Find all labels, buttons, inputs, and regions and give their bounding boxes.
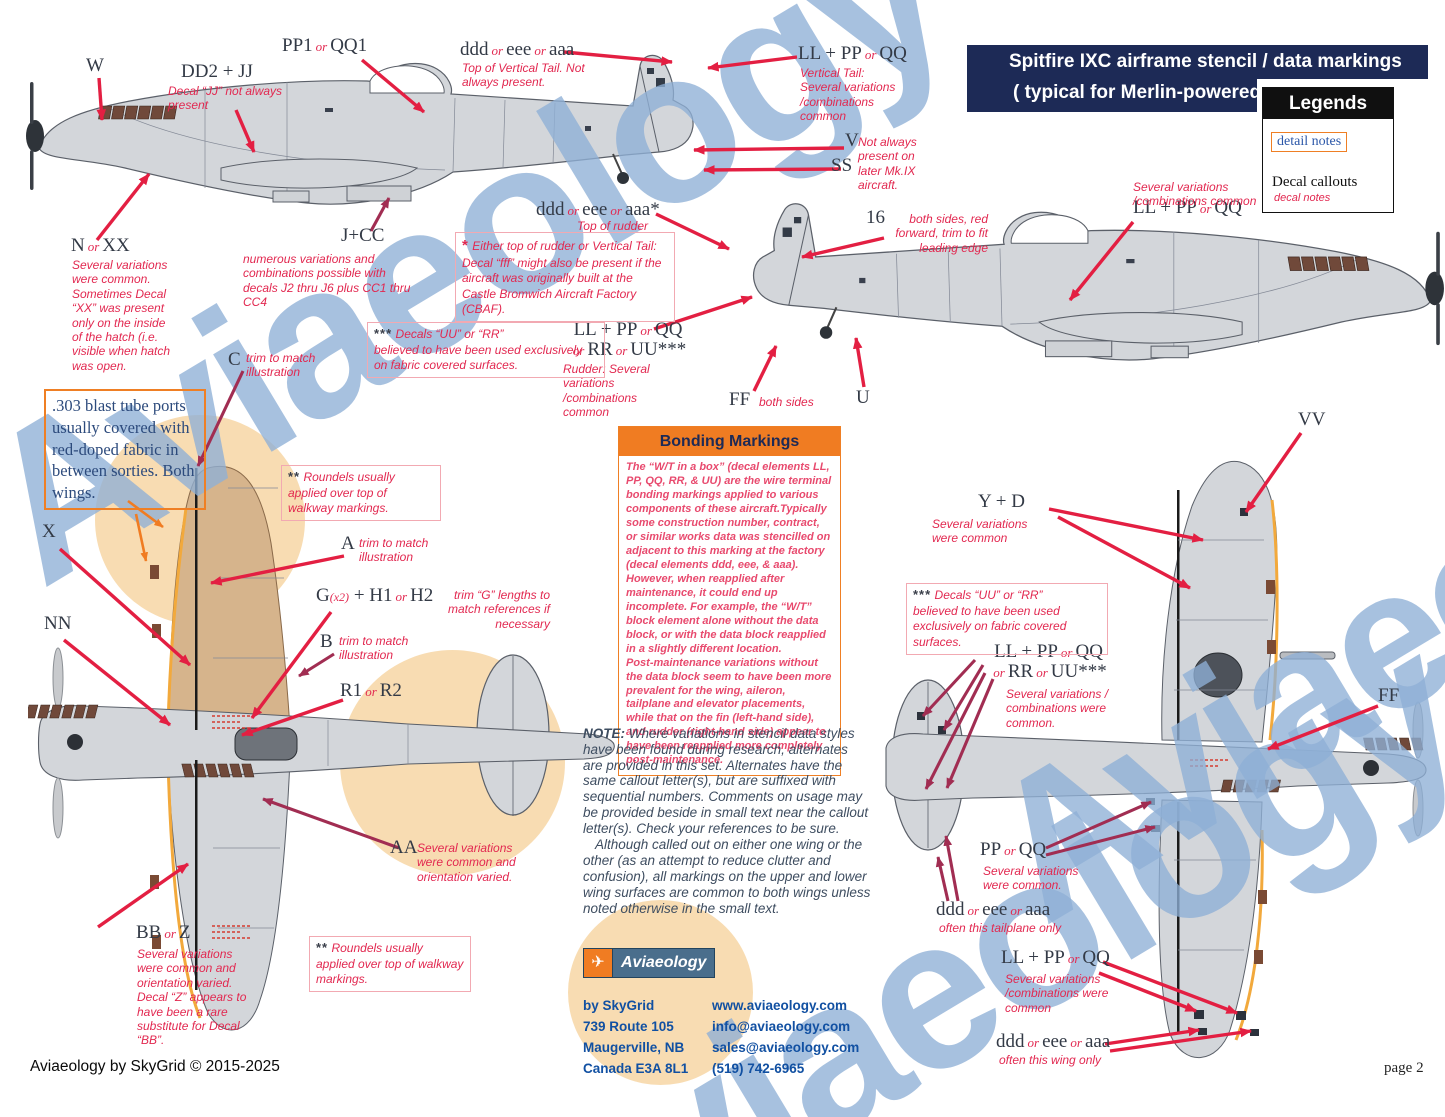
legends-box: Legends detail notes Decal callouts deca…	[1262, 87, 1394, 213]
legend-decal-callouts: Decal callouts	[1272, 174, 1358, 190]
double-asterisk-mark: **	[288, 469, 301, 484]
decal-note: trim to match illustration	[246, 351, 316, 380]
blast-tube-note: .303 blast tube ports usually covered wi…	[52, 396, 195, 503]
callout-label-part: QQ	[879, 43, 907, 64]
aviaeology-logo: ✈ Aviaeology	[583, 948, 716, 978]
callout-label-part: or	[864, 47, 877, 62]
roundels-note-box-lower: ** Roundels usually applied over top of …	[309, 936, 471, 993]
publisher-contact: www.aviaeology.com info@aviaeology.com s…	[712, 995, 859, 1079]
asterisk-mark: *	[462, 237, 469, 254]
callout-label-part: VV	[1298, 409, 1326, 430]
callout-v: V	[845, 131, 859, 151]
bonding-markings-title: Bonding Markings	[619, 427, 840, 456]
logo-wordmark: Aviaeology	[613, 948, 716, 978]
note-paragraph-1: Where variations in stencil data styles …	[583, 726, 869, 836]
roundels-note: Roundels usually applied over top of wal…	[316, 941, 464, 987]
spitfire-side-profile-right	[752, 202, 1445, 361]
decal-note: numerous variations and combinations pos…	[243, 252, 411, 310]
sheet-title-line2: ( typical for Merlin-powered)	[1013, 82, 1268, 103]
legend-decal-notes: decal notes	[1274, 192, 1331, 204]
publisher-phone: (519) 742-6965	[712, 1061, 805, 1076]
copyright-line: Aviaeology by SkyGrid © 2015-2025	[30, 1058, 280, 1075]
logo-plane-icon: ✈	[583, 948, 613, 978]
publisher-email-info[interactable]: info@aviaeology.com	[712, 1019, 851, 1034]
callout-c: C	[228, 350, 241, 370]
callout-label-part: SS	[831, 155, 853, 176]
usage-note-block: NOTE: Where variations in stencil data s…	[583, 726, 871, 916]
legend-detail-notes: detail notes	[1271, 132, 1348, 152]
callout-label-part: C	[228, 349, 241, 370]
note-lead: NOTE:	[583, 726, 625, 741]
callout-label-part: QQ	[654, 319, 683, 340]
publisher-website[interactable]: www.aviaeology.com	[712, 998, 848, 1013]
roundels-note: Roundels usually applied over top of wal…	[288, 470, 395, 516]
callout-label-part: V	[845, 130, 859, 151]
uu-rr-head: Decals “UU” or “RR”	[395, 327, 504, 341]
decal-note: Not always present on later Mk.IX aircra…	[858, 135, 917, 193]
title-bar-line2: ( typical for Merlin-powered)	[967, 79, 1268, 112]
callout-ss: SS	[831, 156, 852, 176]
blast-tube-note-box: .303 blast tube ports usually covered wi…	[44, 389, 206, 510]
callout-label-part: or	[640, 323, 652, 338]
uu-rr-body: believed to have been used exclusively o…	[913, 603, 1067, 650]
legends-title: Legends	[1263, 88, 1393, 119]
callout-label-part: UU***	[630, 338, 687, 360]
bonding-markings-box: Bonding Markings The “W/T in a box” (dec…	[618, 426, 841, 777]
roundels-note-box-upper: ** Roundels usually applied over top of …	[281, 465, 441, 522]
triple-asterisk-mark: ***	[374, 326, 393, 341]
uu-rr-note-box-right: *** Decals “UU” or “RR” believed to have…	[906, 583, 1108, 655]
rudder-asterisk-note-box: * Either top of rudder or Vertical Tail:…	[455, 232, 675, 322]
title-bar: Spitfire IXC airframe stencil / data mar…	[967, 45, 1428, 79]
bonding-markings-body: The “W/T in a box” (decal elements LL, P…	[626, 461, 832, 767]
note-paragraph-2: Although called out on either one wing o…	[583, 837, 871, 916]
uu-rr-note-box-left: *** Decals “UU” or “RR” believed to have…	[367, 322, 605, 379]
asterisk-body: Decal “fff” might also be present if the…	[462, 255, 662, 317]
page-number: page 2	[1384, 1060, 1424, 1076]
uu-rr-body: believed to have been used exclusively o…	[374, 342, 583, 373]
callout-label-part: or	[615, 342, 628, 358]
decal-note: Several variations were common. Sometime…	[72, 258, 171, 373]
publisher-country: Canada E3A 8L1	[583, 1061, 689, 1076]
uu-rr-head: Decals “UU” or “RR”	[934, 588, 1043, 602]
spitfire-plan-view-left	[28, 465, 615, 1031]
publisher-street: 739 Route 105	[583, 1019, 674, 1034]
spitfire-side-profile-left	[26, 54, 694, 205]
callout-vv: VV	[1298, 410, 1325, 430]
decal-note: Vertical Tail: Several variations /combi…	[800, 66, 896, 124]
triple-asterisk-mark: ***	[913, 587, 932, 602]
spitfire-plan-view-right	[885, 460, 1427, 1059]
publisher-email-sales[interactable]: sales@aviaeology.com	[712, 1040, 860, 1055]
asterisk-head: Either top of rudder or Vertical Tail:	[472, 239, 657, 253]
callout-label-part: LL + PP	[798, 43, 862, 64]
double-asterisk-mark: **	[316, 940, 329, 955]
publisher-city: Maugerville, NB	[583, 1040, 685, 1055]
peach-circle	[568, 900, 753, 1085]
sheet-title-line1: Spitfire IXC airframe stencil / data mar…	[1009, 51, 1402, 72]
publisher-by: by SkyGrid	[583, 998, 655, 1013]
publisher-address: by SkyGrid 739 Route 105 Maugerville, NB…	[583, 995, 688, 1079]
